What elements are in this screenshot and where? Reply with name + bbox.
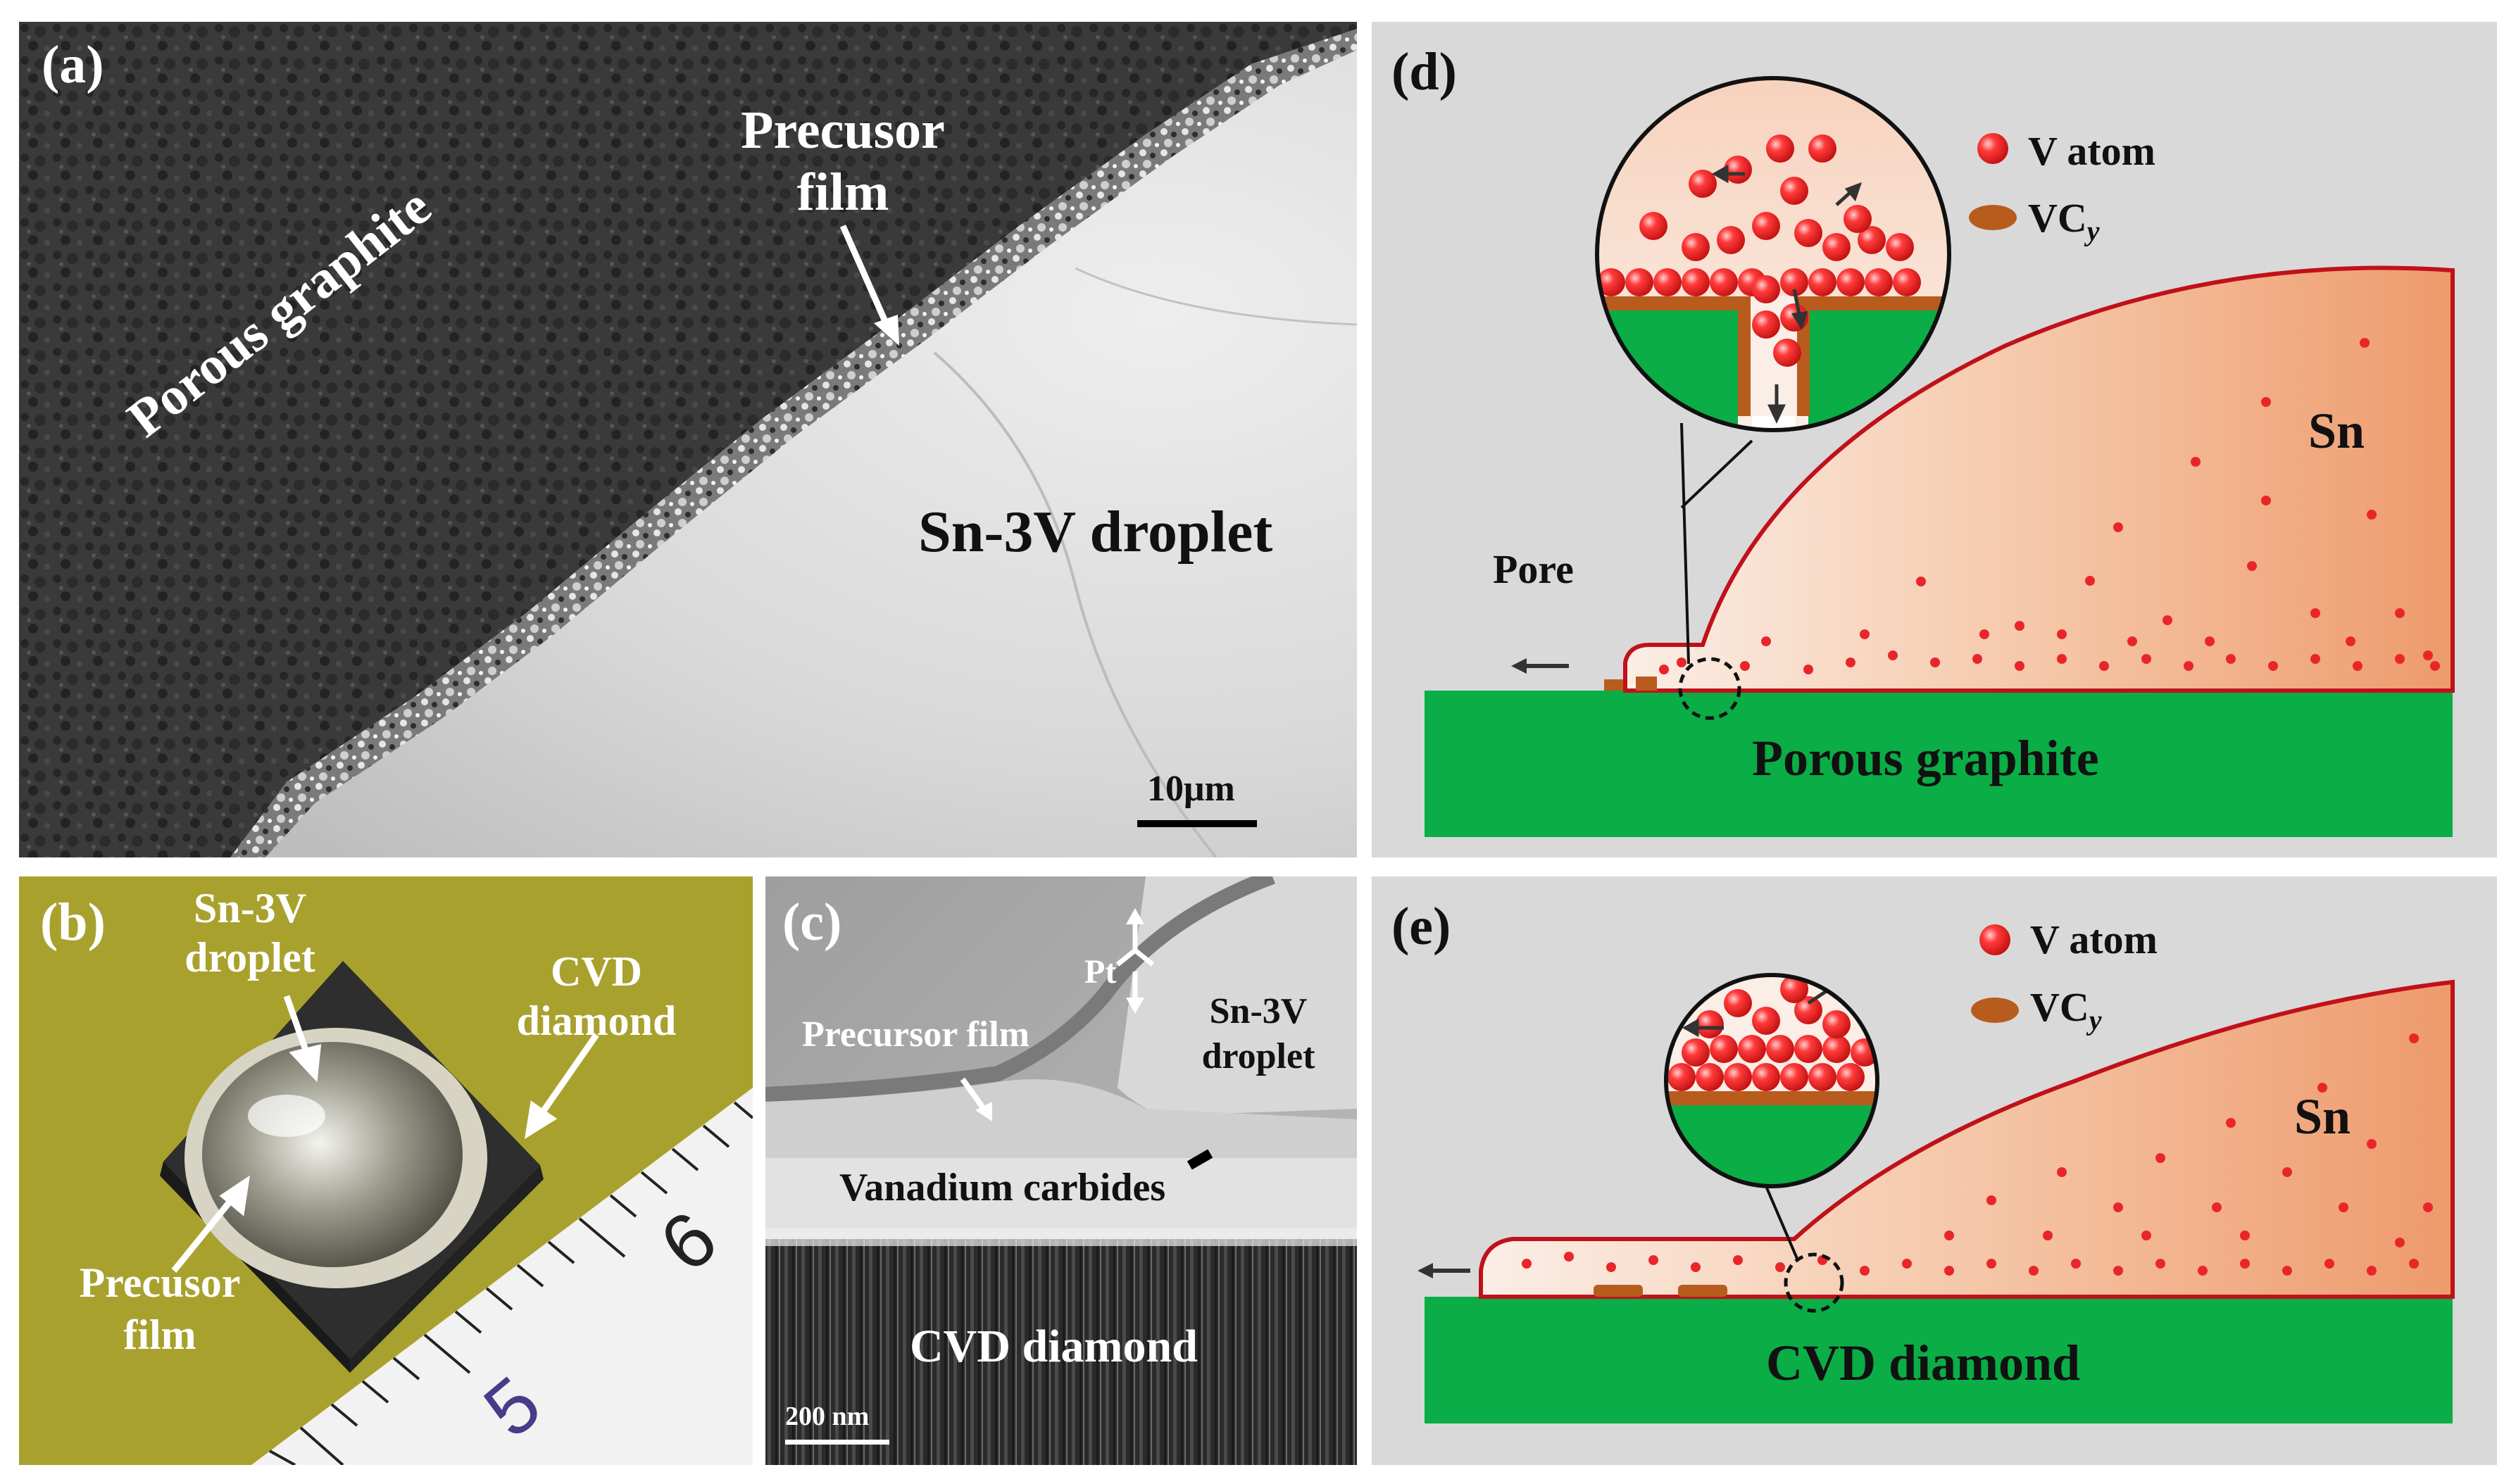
cvd-diamond-label-b: CVD diamond: [491, 947, 702, 1045]
legend-vc-label-d: VCy: [2028, 194, 2100, 248]
scale-bar-a: [1137, 820, 1257, 827]
v-atoms-scatter-d: [1659, 338, 2440, 674]
legend-vc-icon-e: [1971, 998, 2019, 1023]
legend-v-atom-label-e: V atom: [2030, 917, 2158, 962]
legend-v-atom-icon-e: [1979, 924, 2010, 955]
panel-d-schematic: (d) V atom VCy Sn Pore Porous graphite: [1372, 22, 2497, 857]
legend-vc-subscript-d: y: [2086, 215, 2100, 247]
precursor-film-label-a-line2: film: [796, 163, 889, 222]
ruler: [251, 1088, 753, 1465]
sn-droplet-e: [1479, 979, 2455, 1299]
sn-droplet: [202, 1042, 463, 1267]
legend-vc-label-e: VCy: [2030, 983, 2102, 1037]
schematic-d: [1425, 76, 2455, 837]
scale-bar-c: [785, 1440, 889, 1445]
substrate-label-e: CVD diamond: [1766, 1335, 2081, 1391]
precursor-film-label-b: Precusor film: [54, 1257, 265, 1361]
cvd-diamond-label-c: CVD diamond: [910, 1321, 1198, 1372]
legend-vc-text-d: VC: [2028, 195, 2087, 241]
panel-label-a: (a): [42, 35, 104, 94]
schematic-e: [1417, 924, 2455, 1423]
substrate-d: [1425, 691, 2453, 837]
zoom-marker-e: [1784, 1252, 1844, 1313]
droplet-label-b-line2: droplet: [184, 934, 315, 981]
cvd-diamond-label-b-line1: CVD: [551, 948, 642, 995]
legend-vc-subscript-e: y: [2089, 1004, 2102, 1036]
vanadium-carbides-label: Vanadium carbides: [839, 1166, 1166, 1209]
droplet-label-c-line2: droplet: [1201, 1036, 1315, 1076]
scale-bar-label-c: 200 nm: [785, 1402, 870, 1431]
arrows-b: [171, 995, 599, 1273]
panel-label-c: (c): [782, 893, 842, 952]
panel-label-e: (e): [1391, 897, 1451, 956]
panel-label-b: (b): [40, 893, 106, 952]
substrate-e: [1425, 1297, 2453, 1423]
cvd-diamond-label-b-line2: diamond: [516, 998, 677, 1044]
legend-vc-text-e: VC: [2030, 984, 2089, 1030]
droplet-label-b-line1: Sn-3V: [193, 885, 307, 931]
cvd-diamond-region: [765, 1239, 1357, 1465]
precursor-film-label-a: Precusor film: [737, 99, 949, 223]
droplet-label-b: Sn-3V droplet: [144, 884, 356, 982]
panel-b-photo: (b) Sn-3V droplet CVD diamond Precusor f…: [19, 876, 753, 1465]
pore-label: Pore: [1493, 546, 1574, 592]
panel-label-d: (d): [1391, 42, 1457, 101]
sem-image-a: [19, 22, 1357, 857]
pt-label: Pt: [1084, 953, 1117, 991]
v-atoms-scatter-e: [1522, 1033, 2433, 1276]
sn-label-d: Sn: [2308, 403, 2365, 459]
tem-image-c: [765, 876, 1357, 1465]
droplet-label-c-line1: Sn-3V: [1209, 991, 1308, 1031]
legend-vc-icon: [1969, 205, 2017, 230]
zoom-marker-d: [1678, 657, 1741, 720]
legend-v-atom-icon: [1977, 133, 2008, 164]
precursor-film-label-a-line1: Precusor: [741, 101, 945, 160]
panel-a-sem-image: (a) Porous graphite Precusor film Sn-3V …: [19, 22, 1357, 857]
scale-bar-label-a: 10μm: [1147, 769, 1235, 809]
sn-droplet-d: [1623, 265, 2455, 693]
inset-magnifier-d: [1597, 78, 1949, 430]
precursor-film-label-b-line2: film: [123, 1312, 196, 1358]
substrate-label-d: Porous graphite: [1752, 730, 2099, 786]
photo-b: [19, 876, 753, 1465]
panel-c-tem-image: (c) Pt Sn-3V droplet Precursor film Vana…: [765, 876, 1357, 1465]
precursor-film-label-b-line1: Precusor: [79, 1259, 241, 1306]
droplet-label-a: Sn-3V droplet: [918, 499, 1273, 565]
sn-label-e: Sn: [2294, 1088, 2351, 1145]
panel-e-schematic: (e) V atom VCy Sn CVD diamond: [1372, 876, 2497, 1465]
inset-magnifier-e: [1666, 975, 1877, 1186]
precursor-film-label-c: Precursor film: [802, 1014, 1029, 1055]
legend-v-atom-label-d: V atom: [2028, 128, 2155, 174]
droplet-label-c: Sn-3V droplet: [1174, 989, 1343, 1079]
